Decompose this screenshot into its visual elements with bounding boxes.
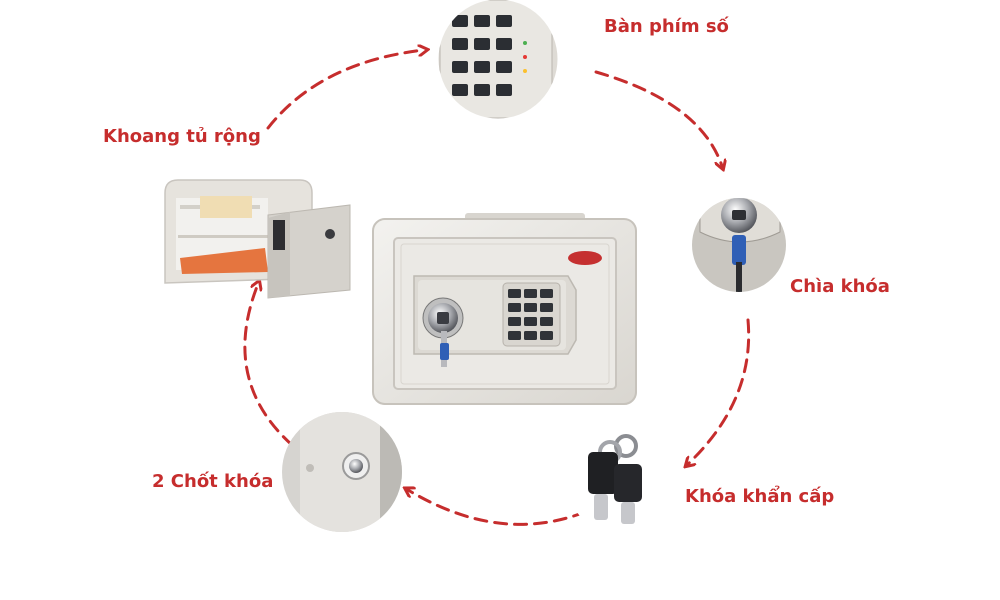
key-label: Chìa khóa xyxy=(790,276,890,297)
arrow-cabinet-to-keypad xyxy=(266,50,424,130)
open-safe-image xyxy=(164,179,351,299)
key-cylinder xyxy=(422,297,464,367)
bolts-label: 2 Chốt khóa xyxy=(152,471,274,492)
emergency-lock-label: Khóa khẩn cấp xyxy=(685,486,835,507)
arrow-keypad-to-key xyxy=(594,70,722,166)
key-closeup xyxy=(692,198,786,292)
arrow-bolts-to-cabinet xyxy=(243,284,294,447)
safe-image xyxy=(372,213,637,405)
emergency-key-closeup xyxy=(568,431,672,535)
arrow-key-to-emergency xyxy=(688,318,751,464)
arrow-emergency-to-bolts xyxy=(408,490,587,526)
bolts-closeup xyxy=(282,412,402,532)
brand-logo xyxy=(568,251,602,265)
keypad-closeup xyxy=(438,0,558,119)
cabinet-label: Khoang tủ rộng xyxy=(103,126,261,147)
safe-keypad xyxy=(502,282,561,347)
keypad-label: Bàn phím số xyxy=(604,16,729,37)
keypad-closeup-keys xyxy=(452,15,512,96)
cycle-arrows xyxy=(243,50,751,526)
